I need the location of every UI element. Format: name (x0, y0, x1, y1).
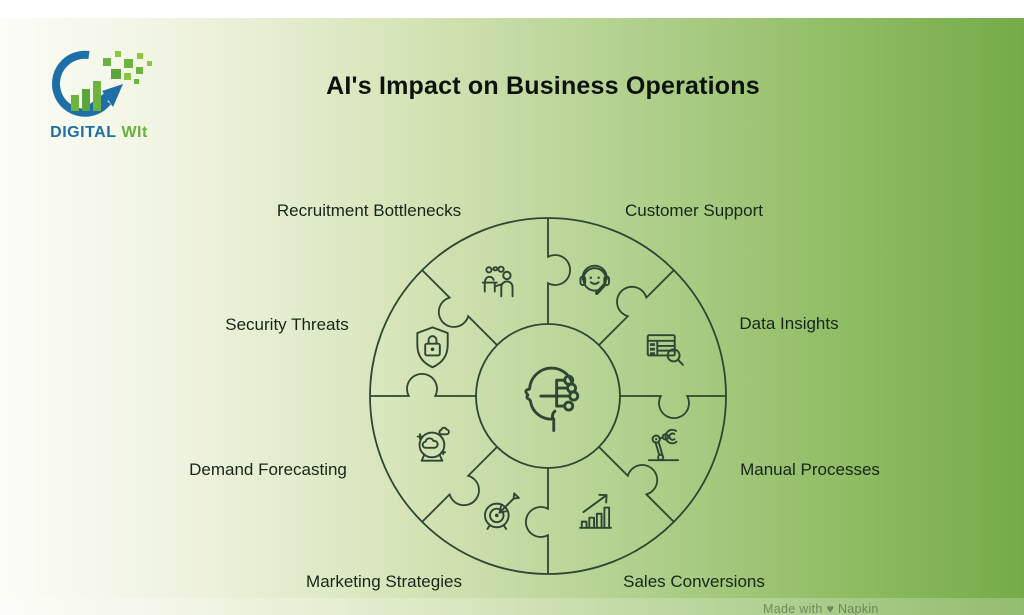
ai-head-circuit-icon (524, 366, 580, 432)
recruitment-interview-icon (481, 265, 514, 298)
brand-logo: DIGITAL WIt (40, 42, 158, 142)
brand-name-primary: DIGITAL (50, 124, 117, 141)
shield-lock-icon (416, 326, 449, 369)
segment-label-customer-support: Customer Support (625, 201, 763, 220)
growth-chart-icon (579, 493, 612, 529)
napkin-watermark: Made with ♥ Napkin (763, 602, 879, 615)
crystal-ball-icon (416, 426, 450, 462)
brand-wordmark: DIGITAL WIt (40, 124, 158, 142)
puzzle-wheel-diagram (369, 217, 727, 575)
segment-label-data-insights: Data Insights (739, 314, 839, 333)
segment-label-marketing-strategies: Marketing Strategies (306, 572, 462, 591)
segment-label-recruitment-bottlenecks: Recruitment Bottlenecks (276, 201, 462, 220)
segment-label-demand-forecasting: Demand Forecasting (189, 460, 347, 479)
digitalwit-logo-icon (52, 50, 152, 117)
headset-agent-icon (578, 263, 611, 295)
page-title: AI's Impact on Business Operations (326, 72, 760, 100)
segment-label-sales-conversions: Sales Conversions (623, 572, 765, 591)
segment-label-security-threats: Security Threats (225, 315, 349, 334)
target-dart-icon (484, 492, 520, 530)
robot-arm-icon (647, 428, 680, 462)
brand-name-secondary: WIt (121, 124, 148, 141)
segment-label-manual-processes: Manual Processes (740, 460, 880, 479)
infographic-canvas: DIGITAL WIt AI's Impact on Business Oper… (0, 18, 1024, 615)
data-table-magnifier-icon (646, 334, 684, 366)
